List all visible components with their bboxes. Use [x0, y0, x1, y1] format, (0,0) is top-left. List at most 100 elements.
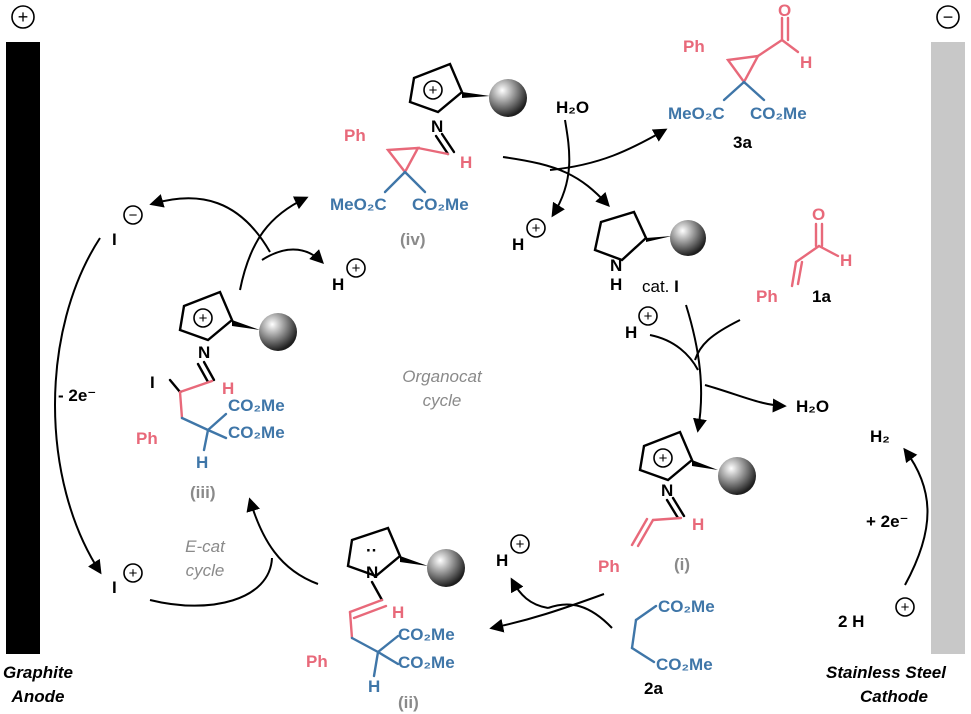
intermediate-i: + N H Ph (i) — [598, 430, 756, 576]
svg-text:H: H — [460, 153, 472, 172]
water-in: H₂O — [556, 98, 589, 117]
intermediate-iii: + N H I Ph CO₂Me CO₂Me H (iii) — [136, 290, 297, 502]
stainless-cathode: − Stainless Steel Cathode — [826, 5, 965, 706]
svg-text:H: H — [368, 677, 380, 696]
proton-in-arrow — [649, 334, 699, 371]
water-out: H₂O — [796, 397, 829, 416]
svg-text:+: + — [516, 536, 525, 553]
anode-bar — [6, 42, 40, 654]
svg-text:CO₂Me: CO₂Me — [656, 655, 713, 674]
hydrolysis-arrow — [502, 156, 610, 208]
svg-text:H: H — [512, 235, 524, 254]
iodination-arrow — [149, 557, 273, 607]
svg-text:CO₂Me: CO₂Me — [228, 396, 285, 415]
cathode-sign: − — [943, 7, 954, 27]
protons-cathode: 2 H + — [838, 597, 915, 631]
svg-text:N: N — [431, 117, 443, 136]
svg-text:CO₂Me: CO₂Me — [750, 104, 807, 123]
nucleophile-2a: CO₂Me CO₂Me 2a — [630, 597, 715, 698]
svg-text:N: N — [198, 343, 210, 362]
aldehyde-in-arrow — [694, 319, 741, 361]
product-release-arrow — [549, 128, 668, 171]
cathode-bar — [931, 42, 965, 654]
svg-text:CO₂Me: CO₂Me — [398, 653, 455, 672]
svg-text:H: H — [196, 453, 208, 472]
svg-text:CO₂Me: CO₂Me — [228, 423, 285, 442]
catalyst-I: N H cat. I — [593, 210, 706, 296]
svg-text:H: H — [496, 551, 508, 570]
anode-sign: + — [18, 7, 29, 27]
intermediate-iv: + N H Ph MeO₂C CO₂Me (iv) — [330, 62, 527, 249]
svg-text:H: H — [610, 275, 622, 294]
svg-text:H₂: H₂ — [870, 427, 890, 446]
proton-michael: H + — [496, 534, 530, 570]
svg-text:Ph: Ph — [683, 37, 705, 56]
svg-text:+: + — [659, 450, 668, 467]
svg-text:CO₂Me: CO₂Me — [412, 195, 469, 214]
michael-addition-arrow — [489, 593, 605, 633]
svg-text:H: H — [800, 53, 812, 72]
cathode-electron-transfer: + 2e⁻ — [866, 512, 909, 531]
intermediate-ii: ·· N H Ph CO₂Me CO₂Me H (ii) — [306, 526, 465, 712]
malonate-in-arrow — [547, 603, 613, 629]
proton-cyclization: H + — [332, 258, 366, 294]
svg-text:H: H — [692, 515, 704, 534]
iodide-species: I − — [112, 205, 143, 249]
proton-out-arrow — [510, 577, 549, 609]
organocat-cycle-label-2: cycle — [423, 391, 462, 410]
svg-text:H: H — [222, 379, 234, 398]
svg-text:MeO₂C: MeO₂C — [330, 195, 387, 214]
svg-text:I: I — [112, 230, 117, 249]
svg-text:I: I — [150, 373, 155, 392]
organocat-cycle-label: Organocat — [402, 367, 483, 386]
svg-text:CO₂Me: CO₂Me — [658, 597, 715, 616]
label-2a: 2a — [644, 679, 663, 698]
cyclization-arrow — [239, 196, 309, 291]
svg-text:+: + — [532, 220, 541, 237]
label-3a: 3a — [733, 133, 752, 152]
svg-text:2 H: 2 H — [838, 612, 864, 631]
label-i: (i) — [674, 555, 690, 574]
svg-text:O: O — [778, 1, 791, 20]
svg-text:CO₂Me: CO₂Me — [398, 625, 455, 644]
graphite-anode: + Graphite Anode — [3, 5, 73, 706]
svg-text:Ph: Ph — [756, 287, 778, 306]
svg-text:Ph: Ph — [598, 557, 620, 576]
iodide-release-arrow — [149, 194, 271, 253]
ecat-cycle-label-2: cycle — [186, 561, 225, 580]
svg-text:−: − — [129, 207, 138, 224]
label-iii: (iii) — [190, 483, 216, 502]
svg-text:O: O — [812, 205, 825, 224]
proton-release-arrow — [261, 248, 324, 264]
svg-text:··: ·· — [366, 541, 377, 560]
svg-text:H: H — [392, 603, 404, 622]
iodonium-species: I + — [112, 563, 143, 597]
ecat-cycle-label: E-cat — [185, 537, 226, 556]
proton-iv: H + — [512, 218, 546, 254]
svg-text:H: H — [840, 251, 852, 270]
anode-electron-transfer: - 2e⁻ — [58, 386, 96, 405]
svg-text:N: N — [366, 563, 378, 582]
cat-I-label: cat. I — [642, 277, 679, 296]
svg-text:+: + — [429, 82, 438, 99]
product-3a: Ph O H MeO₂C CO₂Me 3a — [668, 1, 812, 152]
svg-text:+: + — [199, 310, 208, 327]
cathode-label-line2: Cathode — [860, 687, 928, 706]
svg-text:H: H — [625, 323, 637, 342]
cathode-label-line1: Stainless Steel — [826, 663, 947, 682]
svg-text:N: N — [610, 256, 622, 275]
svg-text:Ph: Ph — [306, 652, 328, 671]
svg-text:+: + — [644, 308, 653, 325]
condensation-arrow — [685, 304, 707, 433]
svg-text:+: + — [352, 260, 361, 277]
svg-text:H: H — [332, 275, 344, 294]
ecat-cycle-arrow-up — [246, 497, 319, 585]
cathode-reduction-arrow — [903, 447, 929, 586]
hydrogen-gas: H₂ — [870, 427, 890, 446]
svg-text:Ph: Ph — [136, 429, 158, 448]
svg-text:N: N — [661, 481, 673, 500]
label-1a: 1a — [812, 287, 831, 306]
anode-oxidation-arrow — [54, 237, 102, 575]
substrate-1a: O H Ph 1a — [756, 205, 852, 306]
